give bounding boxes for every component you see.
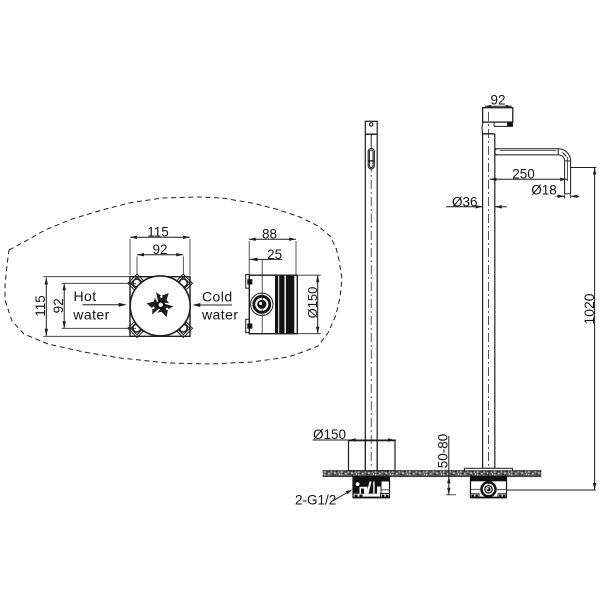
svg-text:50-80: 50-80 — [436, 434, 451, 469]
svg-text:2-G1/2: 2-G1/2 — [295, 493, 336, 508]
svg-text:25: 25 — [267, 247, 282, 262]
svg-text:88: 88 — [262, 226, 277, 241]
svg-text:Ø36: Ø36 — [452, 194, 478, 209]
svg-text:Ø150: Ø150 — [305, 287, 320, 319]
svg-text:92: 92 — [152, 242, 167, 257]
svg-text:1020: 1020 — [581, 293, 597, 324]
svg-text:Ø150: Ø150 — [313, 427, 346, 442]
svg-text:250: 250 — [512, 166, 535, 181]
svg-text:water: water — [201, 306, 238, 322]
svg-text:water: water — [72, 306, 109, 322]
svg-text:Ø18: Ø18 — [531, 183, 557, 198]
svg-text:115: 115 — [33, 295, 48, 317]
svg-text:92: 92 — [51, 298, 66, 313]
svg-text:Cold: Cold — [202, 289, 233, 305]
svg-text:92: 92 — [490, 92, 505, 107]
svg-text:115: 115 — [147, 224, 169, 239]
svg-text:Hot: Hot — [74, 288, 97, 304]
